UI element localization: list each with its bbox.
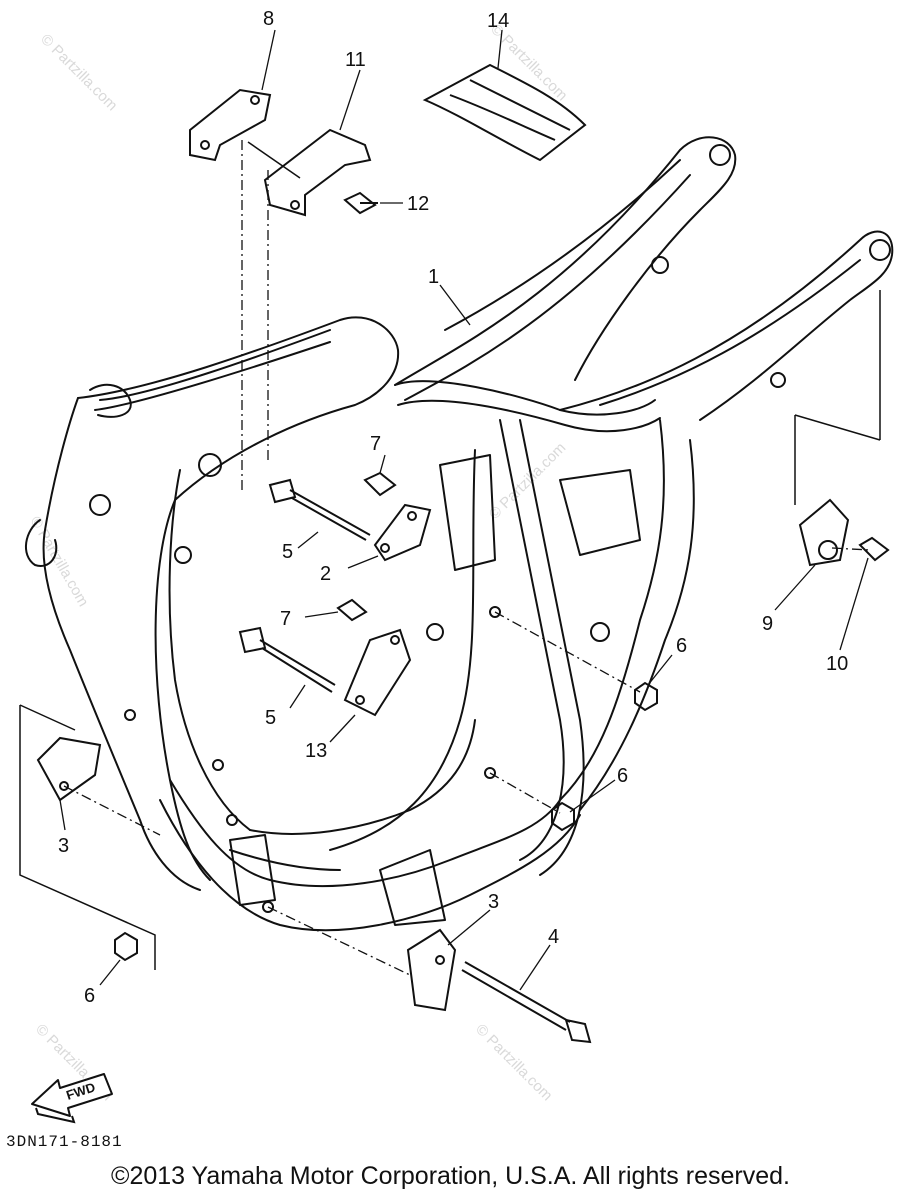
callout-13: 13	[305, 740, 327, 762]
part-12-bolt	[343, 191, 378, 215]
part-5-bolts	[238, 478, 371, 693]
callout-6-middle: 6	[617, 765, 628, 787]
part-14-strap	[422, 63, 587, 162]
callout-2: 2	[320, 563, 331, 585]
callout-5-lower: 5	[265, 707, 276, 729]
part-2-plate	[373, 503, 432, 562]
callout-6-lower: 6	[84, 985, 95, 1007]
callout-1: 1	[428, 266, 439, 288]
callout-7-lower: 7	[280, 608, 291, 630]
part-9-bracket	[798, 498, 850, 567]
part-10-bolt	[858, 536, 890, 562]
main-frame	[25, 136, 894, 932]
callout-8: 8	[263, 8, 274, 30]
diagram-code: 3DN171-8181	[6, 1133, 123, 1151]
callout-3-right: 3	[488, 891, 499, 913]
watermark-text: © Partzilla.com	[486, 439, 569, 522]
callout-6-upper: 6	[676, 635, 687, 657]
forward-arrow-icon: FWD	[31, 1073, 113, 1124]
callout-14: 14	[487, 10, 509, 32]
callout-9: 9	[762, 613, 773, 635]
watermark-text: © Partzilla.com	[37, 31, 120, 114]
part-8-bracket	[189, 88, 272, 162]
assembly-lines	[63, 140, 871, 976]
watermark-text: © Partzilla.com	[472, 1021, 555, 1104]
part-11-bracket	[263, 128, 372, 217]
watermark-text: © Partzilla.com	[487, 21, 570, 104]
watermarks: © Partzilla.com © Partzilla.com © Partzi…	[27, 21, 571, 1104]
callout-7-upper: 7	[370, 433, 381, 455]
part-7-bolts	[336, 471, 397, 622]
bracket-boxes	[19, 141, 881, 970]
part-13-plate	[343, 628, 412, 717]
callout-labels: 8 11 14 12 1 7 5 2 7 5 13 6 6 9 10 3 6 3…	[58, 8, 848, 1007]
part-3-brackets	[36, 736, 457, 1012]
callout-10: 10	[826, 653, 848, 675]
callout-5-upper: 5	[282, 541, 293, 563]
callout-12: 12	[407, 193, 429, 215]
copyright-notice: ©2013 Yamaha Motor Corporation, U.S.A. A…	[111, 1162, 790, 1190]
part-4-bolt	[461, 961, 592, 1044]
callout-3-left: 3	[58, 835, 69, 857]
callout-11: 11	[345, 49, 366, 71]
watermark-text: © Partzilla.com	[27, 514, 92, 610]
callout-4: 4	[548, 926, 559, 948]
part-6-nuts	[114, 681, 658, 962]
leader-lines	[59, 29, 869, 991]
